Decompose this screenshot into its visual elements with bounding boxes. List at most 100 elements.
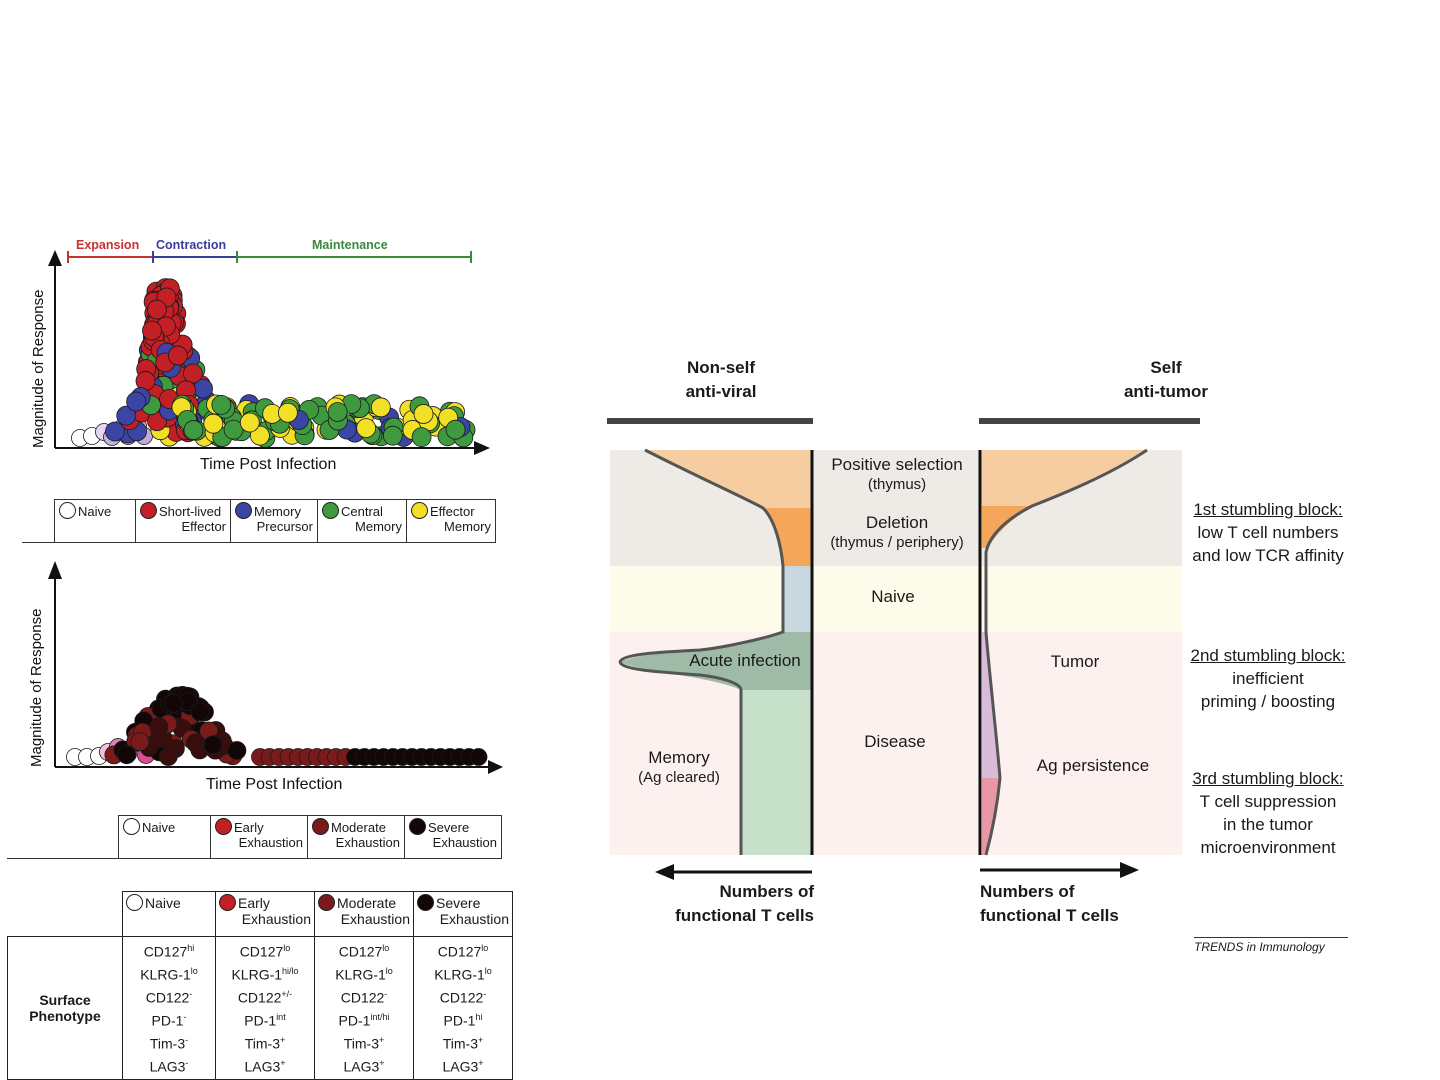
right-positive-selection-fill — [982, 450, 1147, 506]
marker-entry: CD122- — [340, 988, 388, 1006]
marker-entry: LAG3+ — [343, 1057, 385, 1075]
cell — [183, 363, 203, 384]
cell — [158, 747, 178, 766]
disease-stage-label: Disease — [864, 732, 926, 751]
marker-entry: LAG3+ — [244, 1057, 286, 1075]
cell — [183, 420, 204, 440]
left-memory-fill — [741, 690, 811, 855]
naive-dot-icon — [123, 818, 140, 835]
bottom-axes — [48, 561, 503, 774]
green-dot-icon — [322, 502, 339, 519]
cell — [277, 402, 298, 423]
cell — [250, 425, 270, 446]
cell — [117, 745, 137, 765]
phase-contraction-label: Contraction — [156, 238, 226, 252]
cell — [445, 419, 466, 440]
marker-entry: CD127lo — [239, 943, 291, 960]
black-dot-icon — [417, 894, 434, 911]
left-profile-outline — [618, 448, 785, 855]
stumbling-blocks-diagram — [607, 418, 1200, 880]
blue-dot-icon — [235, 502, 252, 519]
marker-entry: CD127lo — [338, 943, 390, 960]
marker-entry: CD127hi — [143, 943, 195, 960]
legend-naive: Naive — [54, 499, 136, 543]
left-acute-fill — [620, 632, 811, 690]
marker-entry: PD-1int — [244, 1011, 286, 1029]
marker-entry: PD-1int/hi — [338, 1011, 390, 1029]
marker-entry: KLRG-1hi/lo — [231, 965, 299, 983]
red-dot-icon — [219, 894, 236, 911]
acute-infection-label: Acute infection — [689, 651, 801, 670]
cell — [356, 418, 377, 438]
cell — [142, 320, 162, 341]
marker-entry: KLRG-1lo — [434, 965, 492, 983]
cell — [411, 427, 432, 448]
right-deletion-fill — [982, 506, 1032, 548]
right-header-bar — [979, 418, 1200, 424]
left-deletion-fill — [763, 508, 811, 566]
top-xlabel: Time Post Infection — [200, 456, 336, 473]
phase-maintenance-label: Maintenance — [312, 238, 388, 252]
marker-entry: KLRG-1lo — [335, 965, 393, 983]
bottom-ylabel: Magnitude of Response — [28, 609, 45, 767]
cell — [164, 694, 183, 713]
naive-dot-icon — [59, 502, 76, 519]
marker-entry: PD-1hi — [443, 1011, 483, 1029]
left-header-bar — [607, 418, 813, 424]
cell — [382, 425, 403, 446]
marker-entry: LAG3- — [149, 1057, 189, 1075]
bottom-response-chart: Time Post Infection Magnitude of Respons… — [28, 561, 503, 793]
cell — [168, 345, 188, 366]
bottom-cell-cluster — [66, 686, 488, 766]
pheno-header-naive: Naive — [122, 891, 216, 937]
cell — [413, 404, 434, 424]
marker-entry: KLRG-1lo — [140, 965, 198, 983]
positive-selection-label: Positive selection(thymus) — [831, 455, 963, 493]
deletion-label: Deletion(thymus / periphery) — [830, 513, 964, 551]
naive-stage-label: Naive — [871, 587, 915, 606]
right-axis-arrow — [980, 862, 1139, 878]
right-ag-fill — [982, 778, 1000, 855]
maroon-dot-icon — [318, 894, 335, 911]
cell — [105, 421, 125, 442]
cell — [203, 735, 223, 755]
bottom-xlabel: Time Post Infection — [206, 776, 342, 793]
cell — [190, 702, 210, 722]
top-cell-cluster — [71, 278, 476, 448]
phase-expansion-label: Expansion — [76, 238, 139, 252]
cell — [126, 391, 146, 412]
legend-naive-2: Naive — [118, 815, 211, 859]
left-naive-fill — [783, 566, 811, 632]
band-naive — [610, 566, 1182, 632]
tumor-label: Tumor — [1050, 652, 1100, 671]
marker-entry: LAG3+ — [442, 1057, 484, 1075]
maroon-dot-icon — [312, 818, 329, 835]
marker-entry: CD127lo — [437, 943, 489, 960]
cell — [469, 748, 488, 766]
ag-persistence-label: Ag persistence — [1036, 756, 1150, 775]
cell — [186, 733, 205, 753]
marker-entry: Tim-3+ — [442, 1034, 484, 1052]
marker-entry: CD122- — [145, 988, 193, 1006]
marker-entry: PD-1- — [151, 1011, 187, 1029]
cell — [130, 732, 150, 752]
